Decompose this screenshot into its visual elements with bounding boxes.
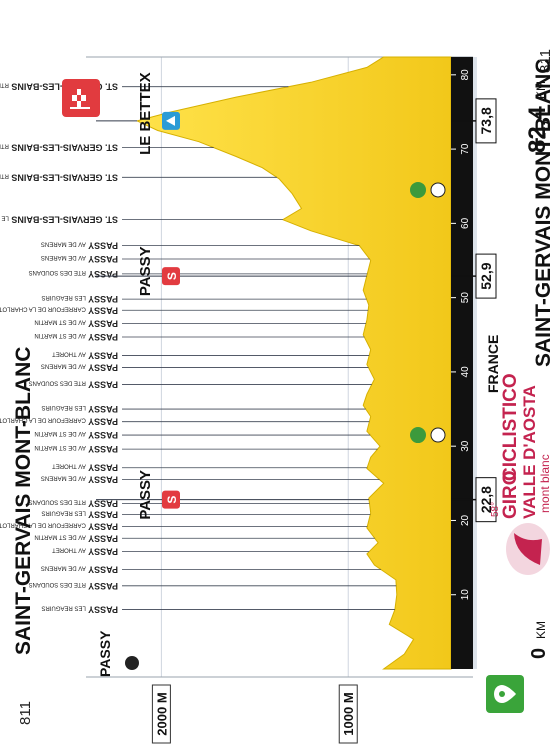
sprint-name: PASSY (137, 470, 154, 520)
waypoint-labels: PASSY LES REAGUIRS PASSY RTE DES SOUDANS P… (0, 82, 118, 615)
elevation-label-box (151, 684, 171, 744)
distance-block: 0 KM 82,4 KM (524, 81, 551, 659)
recycle-icon (410, 181, 426, 198)
logo-line3: VALLE D'AOSTA (520, 385, 539, 519)
km-band-base (473, 57, 477, 669)
waypoint-label: PASSY CARREFOUR DE LA CHARLOTTE (0, 305, 118, 315)
waypoint-label: PASSY AV DE MARENS (41, 475, 118, 485)
start-town: PASSY (97, 630, 139, 677)
waypoint-label: PASSY AV DE ST MARTIN (34, 430, 118, 440)
recycle-icon (410, 427, 426, 444)
feed-icon (430, 182, 446, 198)
sprint-markers: S PASSY S PASSY (96, 246, 369, 520)
elevation-label: 1000 M (341, 692, 356, 735)
sprint-symbol: S (165, 496, 179, 504)
km-tick-label: 60 (460, 217, 471, 229)
logo-swoosh (514, 533, 542, 565)
mountain-icon (166, 115, 175, 126)
waypoint-label: PASSY AV DE ST MARTIN (34, 332, 118, 342)
waypoint-label: PASSY CARREFOUR DE LA CHARLOTTE (0, 417, 118, 427)
partial-km-box (475, 98, 497, 144)
waypoint-label: PASSY AV THORET (52, 547, 118, 557)
waypoint-label: PASSY RTE DES SOUDANS (29, 380, 118, 390)
km-tick-label: 30 (460, 440, 471, 452)
sprint-badge (162, 490, 180, 509)
start-town-icon (125, 656, 139, 670)
partial-km-boxes: 22,8 52,9 73,8 (451, 98, 497, 523)
start-name: SAINT-GERVAIS MONT-BLANC (12, 347, 35, 655)
total-km: 82,4 (524, 106, 551, 153)
waypoint-label: PASSY RTE DES SOUDANS (29, 498, 118, 508)
sprint-symbol: S (165, 272, 179, 280)
elevation-labels: 1000 M 2000 M (151, 684, 358, 744)
waypoint-label: PASSY AV DE ST MARTIN (34, 319, 118, 329)
country-label: FRANCE (485, 335, 501, 393)
pin-dot (499, 691, 505, 697)
kom-marker: LE BETTEX (96, 72, 180, 155)
profile-area (135, 56, 452, 670)
finish-block: 811 SAINT-GERVAIS MONT-BLANC (62, 49, 555, 367)
sprint-badge (162, 267, 180, 286)
km-tick-label: 40 (460, 366, 471, 378)
sprint-name: PASSY (137, 246, 154, 296)
waypoint-label: PASSY AV THORET (52, 351, 118, 361)
waypoint-label: PASSY LES REAGUIRS (41, 605, 118, 615)
checkered-flag-icon (70, 89, 90, 109)
start-km-unit: KM (534, 621, 548, 639)
partial-km-label: 73,8 (478, 107, 494, 134)
waypoint-label: PASSY RTE DES SOUDANS (29, 581, 118, 591)
feed-zones (410, 181, 446, 444)
km-tick-label: 50 (460, 292, 471, 304)
finish-altitude: 811 (537, 49, 554, 73)
waypoint-label: PASSY AV DE ST MARTIN (34, 533, 118, 543)
waypoint-label: ST. GERVAIS-LES-BAINS LE FAYET (0, 215, 118, 225)
logo-line2: CICLISTICO (500, 373, 521, 481)
km-tick-label: 10 (460, 589, 471, 601)
waypoint-label: PASSY AV THORET (52, 463, 118, 473)
waypoint-label: PASSY AV DE MARENS (41, 362, 118, 372)
km-tick-label: 80 (460, 69, 471, 81)
partial-km-label: 52,9 (478, 262, 494, 289)
waypoint-label: ST. GERVAIS-LES-BAINS RTE DE MEGEVE (0, 172, 118, 182)
logo-edition: 58° (490, 502, 501, 517)
total-km-unit: KM (534, 81, 548, 99)
elevation-label-box (338, 684, 358, 744)
start-block: 811 SAINT-GERVAIS MONT-BLANC (12, 347, 524, 725)
logo-line4: mont blanc (538, 454, 552, 513)
start-town-name: PASSY (97, 630, 113, 677)
km-tick-label: 70 (460, 143, 471, 155)
logo-line1: GIRO (500, 470, 521, 519)
finish-name: SAINT-GERVAIS MONT-BLANC (532, 59, 555, 367)
waypoint-label: PASSY AV DE MARENS (41, 254, 118, 264)
start-km: 0 (528, 648, 550, 659)
partial-km-label: 22,8 (478, 486, 494, 513)
waypoint-label: PASSY LES REAGUIRS (41, 510, 118, 520)
feed-icon (430, 427, 446, 443)
partial-km-box (475, 477, 497, 523)
km-tick-label: 20 (460, 514, 471, 526)
elevation-label: 2000 M (154, 692, 169, 735)
waypoint-label: PASSY AV DE MARENS (41, 241, 118, 251)
waypoint-label: ST. GERVAIS-LES-BAINS RTE DE CUPELIN (0, 143, 118, 153)
waypoint-label: PASSY LES REAGUIRS (41, 404, 118, 414)
waypoint-label: PASSY AV DE MARENS (41, 564, 118, 574)
waypoint-label: ST. GERVAIS-LES-BAINS RTE D'ORSIN (0, 82, 118, 92)
partial-km-box (475, 253, 497, 299)
waypoint-label: PASSY AV DE ST MARTIN (34, 444, 118, 454)
km-band (451, 57, 473, 669)
km-ticks: 10 20 30 40 50 60 70 80 (451, 69, 471, 600)
waypoint-label: PASSY RTE DES SOUDANS (29, 269, 118, 279)
kom-name: LE BETTEX (137, 72, 154, 155)
waypoint-label: PASSY LES REAGUIRS (41, 294, 118, 304)
event-logo: 58° GIRO CICLISTICO VALLE D'AOSTA mont b… (490, 373, 552, 575)
start-altitude: 811 (17, 701, 34, 725)
waypoint-label: PASSY CARREFOUR DE LA CHARLOTTE (0, 521, 118, 531)
